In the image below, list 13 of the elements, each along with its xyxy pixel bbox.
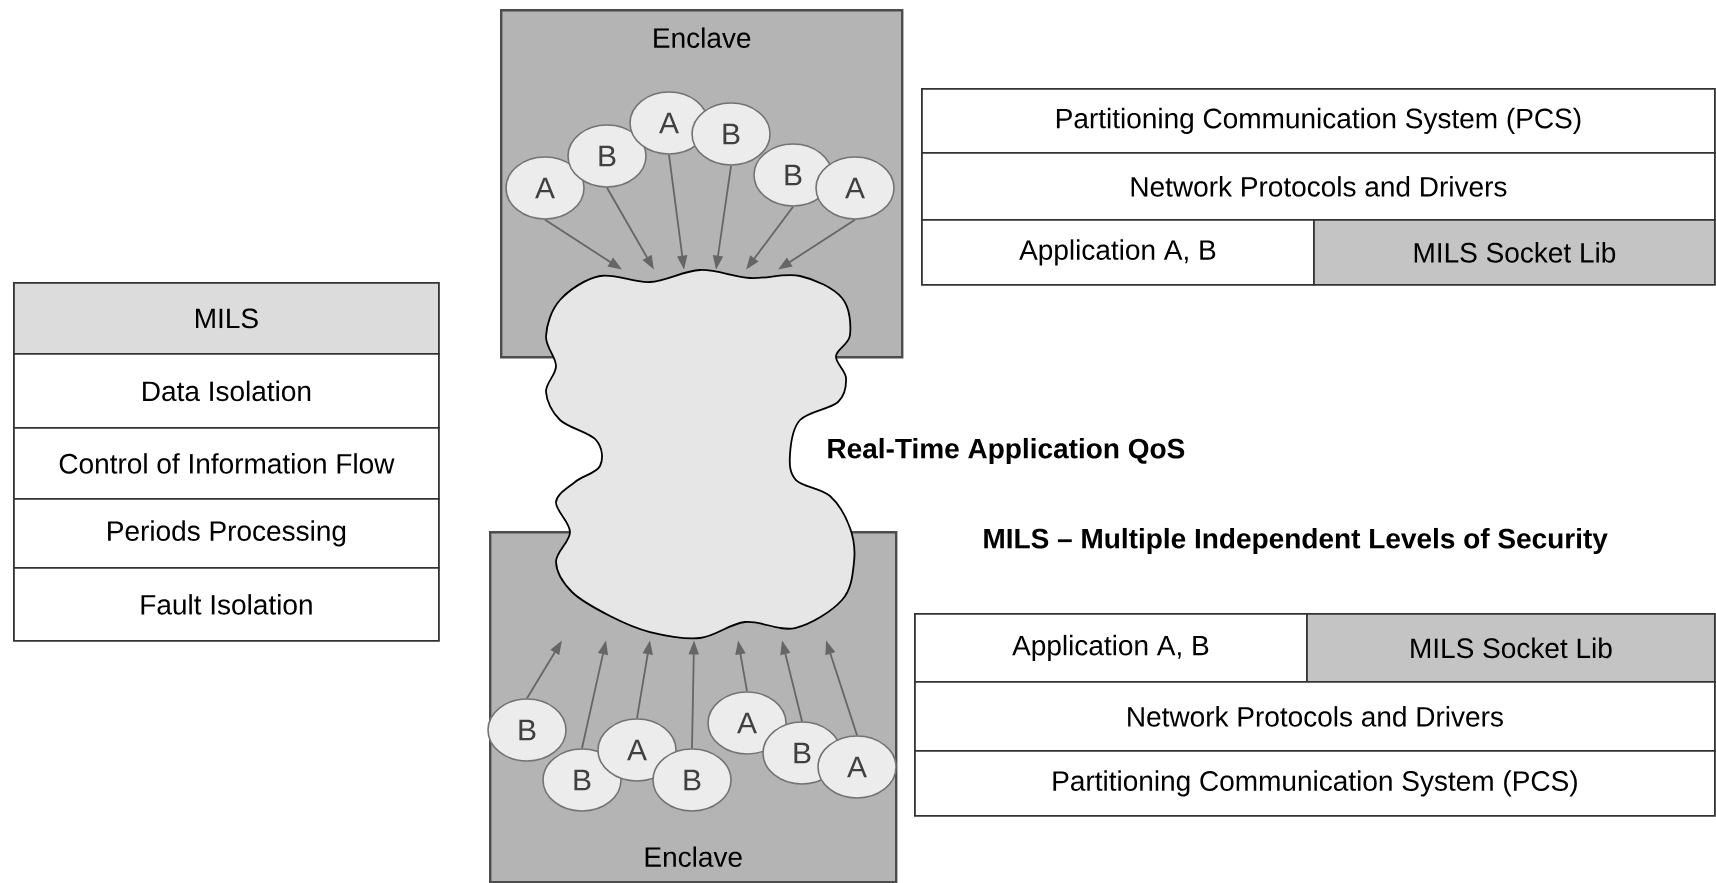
table-row: Application A, B (914, 613, 1308, 683)
table-row: MILS Socket Lib (1313, 219, 1716, 286)
table-row: Periods Processing (13, 498, 440, 569)
table-row: Control of Information Flow (13, 427, 440, 500)
table-row: MILS Socket Lib (1306, 613, 1716, 683)
table-row: Fault Isolation (13, 567, 440, 642)
table-row: Partitioning Communication System (PCS) (921, 88, 1716, 154)
caption-text: Real-Time Application QoS (828, 437, 1185, 465)
table-row: MILS (13, 282, 440, 355)
caption-text: MILS – Multiple Independent Levels of Security (984, 527, 1608, 555)
table-row: Data Isolation (13, 353, 440, 429)
table-row: Partitioning Communication System (PCS) (914, 750, 1716, 817)
table-row: Application A, B (921, 219, 1315, 286)
